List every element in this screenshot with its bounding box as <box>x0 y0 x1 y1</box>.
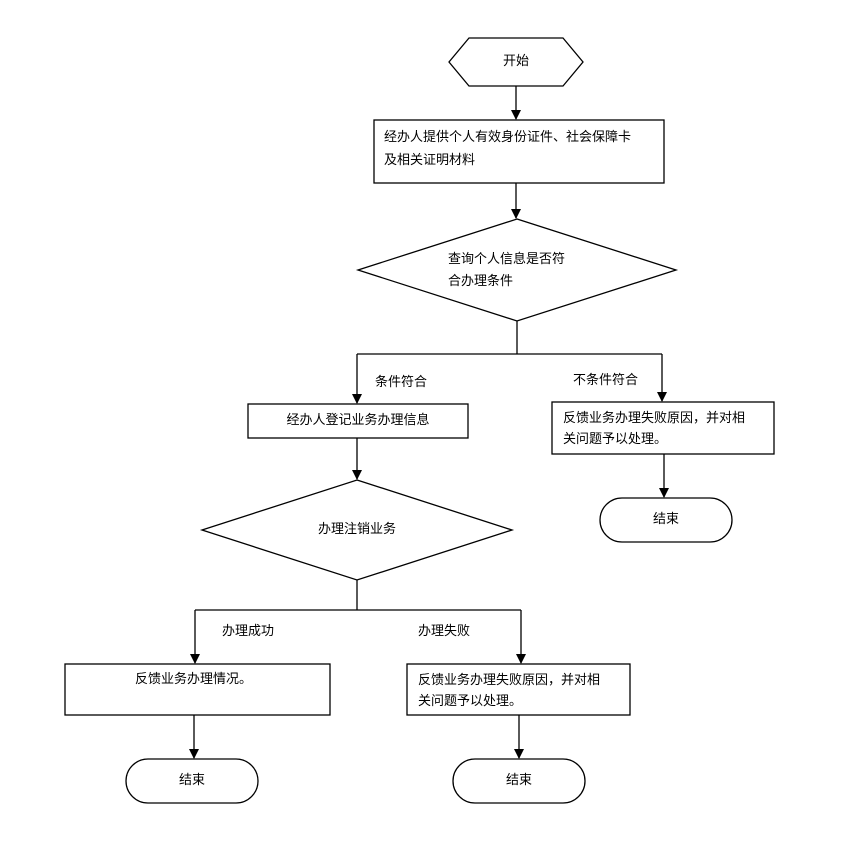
fail-bottom-label-line1: 反馈业务办理失败原因，并对相 <box>418 673 601 688</box>
edge-label-failure: 办理失败 <box>418 624 471 639</box>
edge-label-meets: 条件符合 <box>375 375 428 390</box>
end-terminal-left <box>125 758 259 804</box>
start-label: 开始 <box>502 54 529 69</box>
decision1-label-line1: 查询个人信息是否符 <box>448 252 566 267</box>
step1-label-line1: 经办人提供个人有效身份证件、社会保障卡 <box>384 130 632 145</box>
register-label: 经办人登记业务办理信息 <box>286 413 430 428</box>
end-left-label: 结束 <box>178 773 205 788</box>
register-box <box>247 403 469 439</box>
success-feedback-box <box>64 663 331 716</box>
fail-bottom-label-line2: 关问题予以处理。 <box>418 694 523 709</box>
step1-label-line2: 及相关证明材料 <box>384 153 476 168</box>
fail-feedback-box-right <box>551 401 775 455</box>
end-right-label: 结束 <box>652 512 679 527</box>
end-terminal-right <box>599 497 733 543</box>
edge-label-success: 办理成功 <box>222 624 275 639</box>
end-terminal-middle <box>452 758 586 804</box>
provide-documents-box <box>373 119 665 184</box>
edge-label-not-meets: 不条件符合 <box>573 373 639 388</box>
eligibility-decision <box>355 218 679 322</box>
end-middle-label: 结束 <box>505 773 532 788</box>
fail-right-label-line2: 关问题予以处理。 <box>563 432 668 447</box>
start-terminal <box>448 37 584 87</box>
success-feedback-label: 反馈业务办理情况。 <box>135 672 253 687</box>
fail-right-label-line1: 反馈业务办理失败原因，并对相 <box>563 411 746 426</box>
decision1-label-line2: 合办理条件 <box>448 274 514 289</box>
decision2-label: 办理注销业务 <box>317 522 396 537</box>
